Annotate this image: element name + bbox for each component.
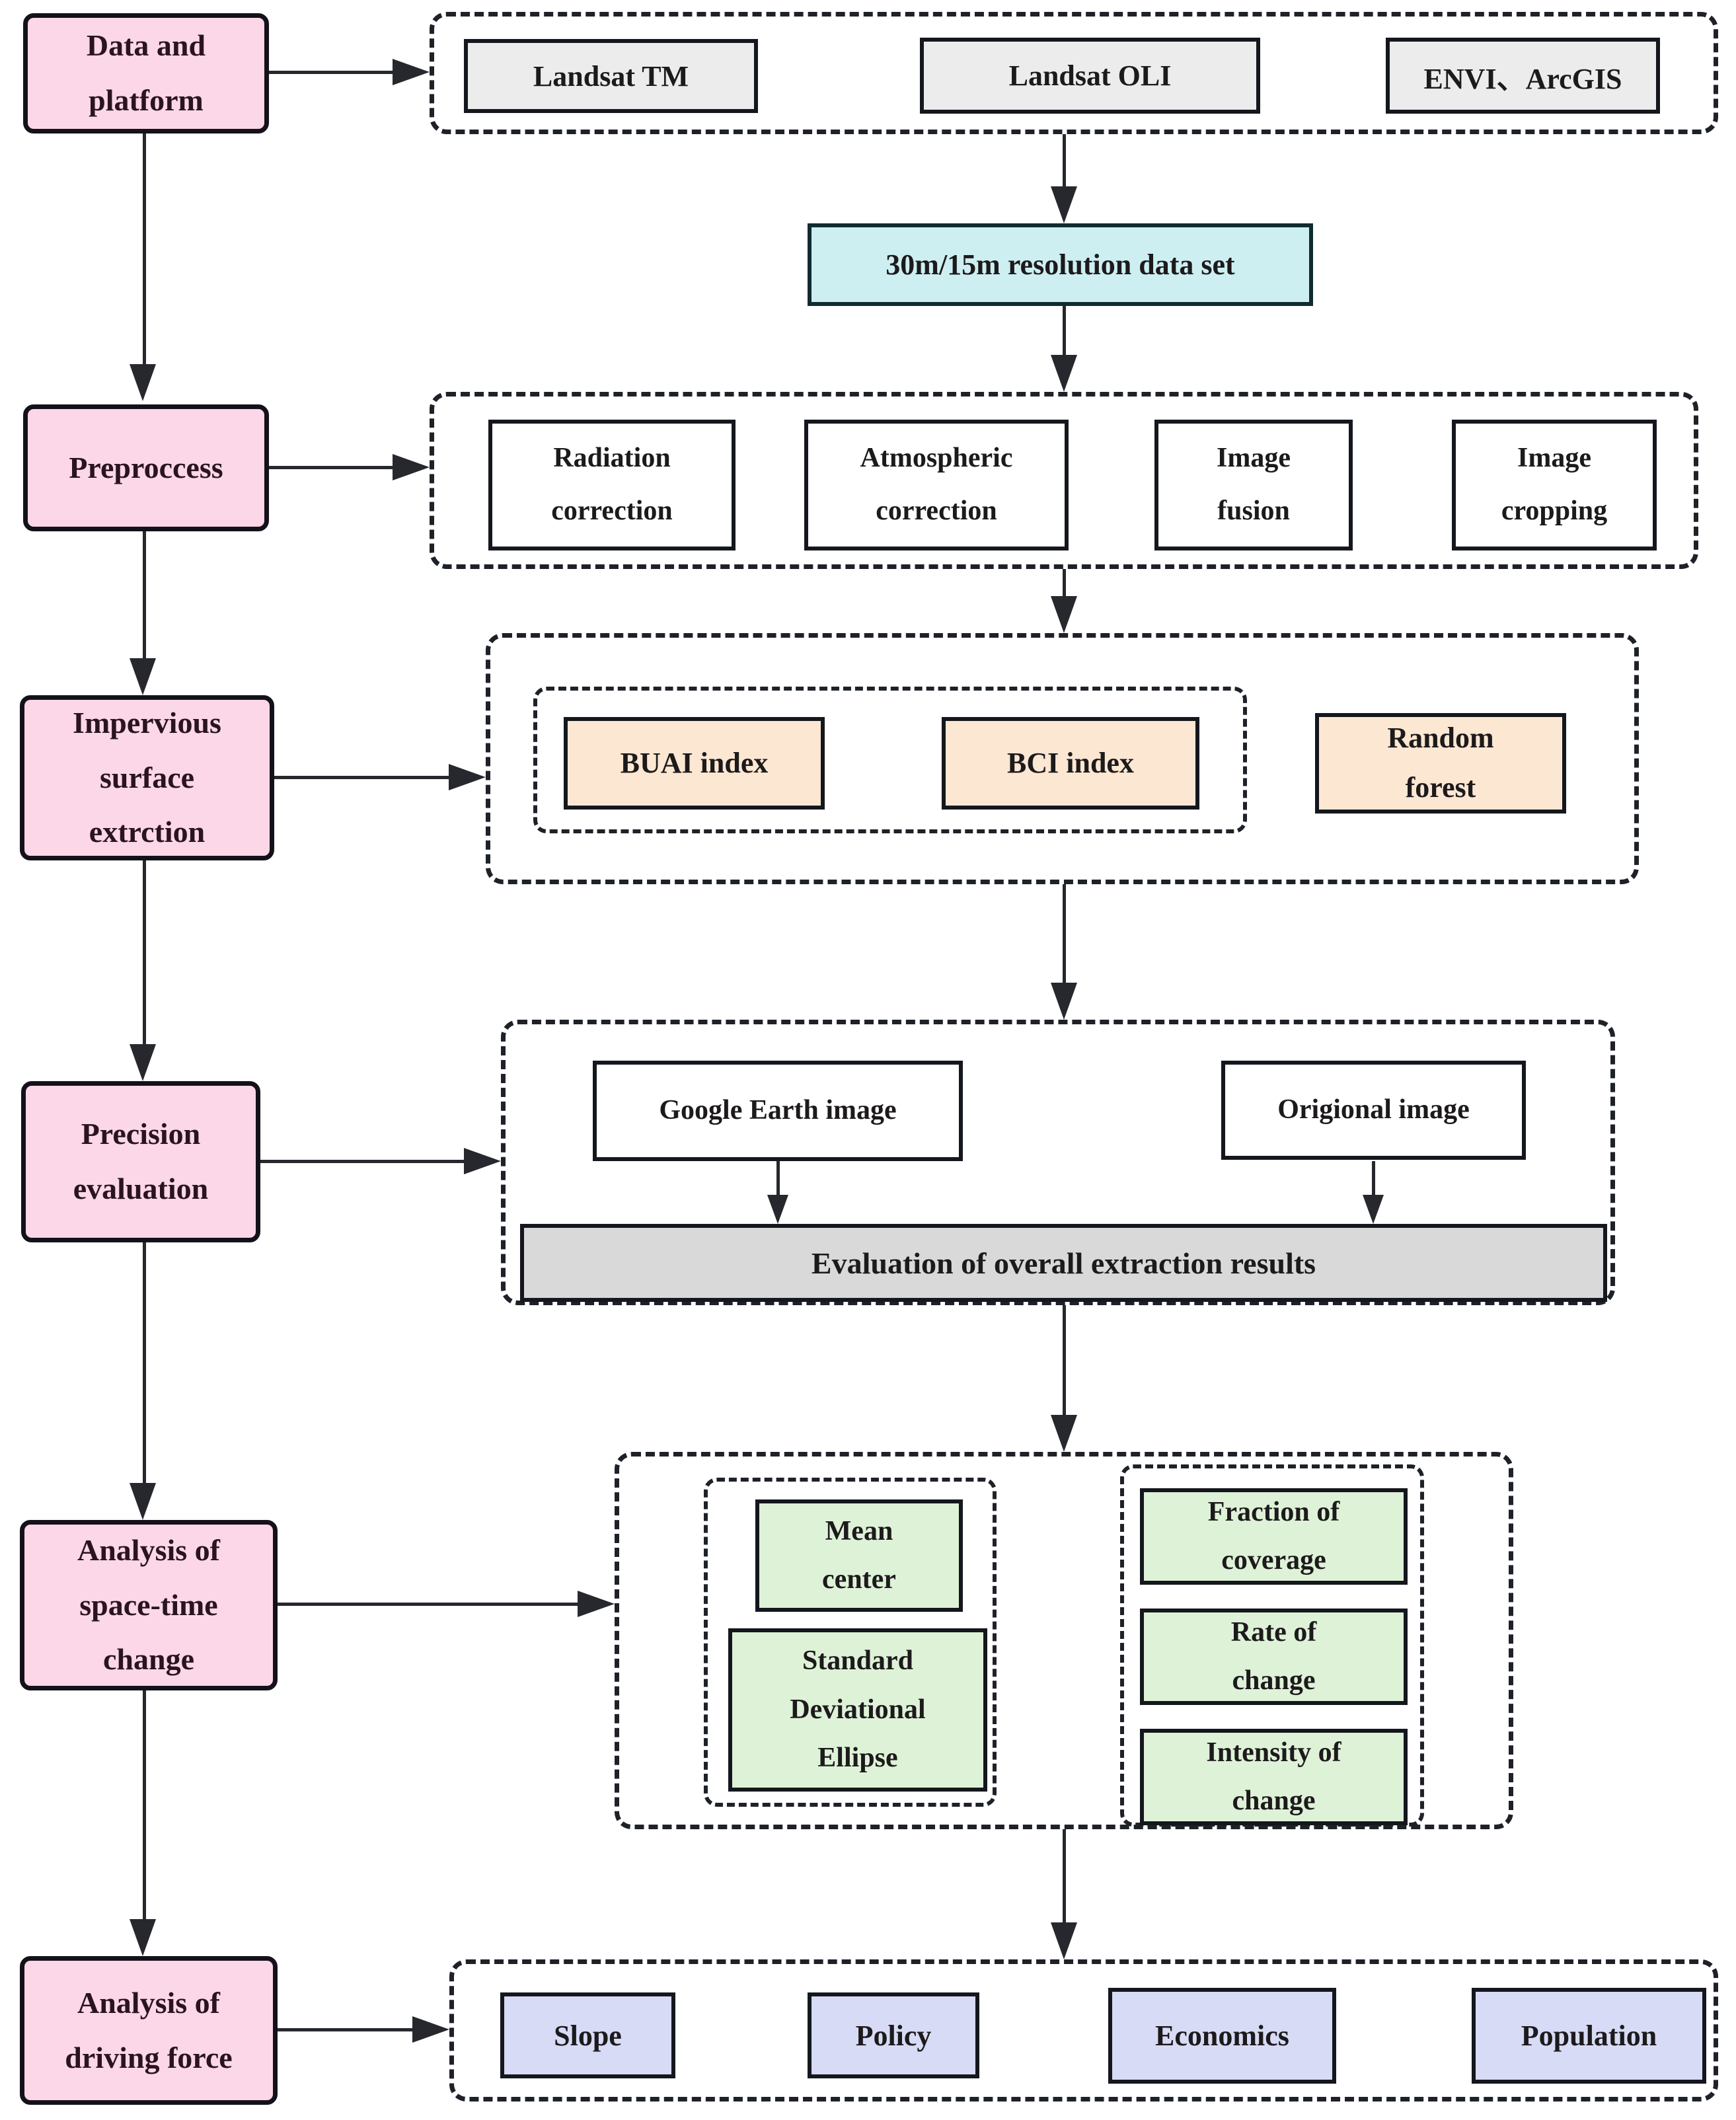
box-slope: Slope: [500, 1992, 675, 2078]
connector-stage1-group-line: [269, 71, 393, 74]
original-to-eval-arrowhead: [1363, 1195, 1384, 1224]
stage4-arrowhead: [130, 1044, 156, 1081]
preprocess-arrowhead: [1051, 355, 1077, 392]
box-google-earth-image: Google Earth image: [593, 1061, 963, 1161]
connector-sources-to-resolution-line: [1063, 134, 1066, 187]
stage2-group-arrowhead: [393, 454, 430, 480]
stage4-group-arrowhead: [464, 1148, 501, 1174]
connector-stage3-stage4-line: [143, 860, 146, 1044]
spacetime-group: Mean center Standard Deviational Ellipse…: [615, 1452, 1513, 1829]
stage5-arrowhead: [130, 1483, 156, 1520]
stage-impervious-extraction: Impervious surface extrction: [20, 695, 274, 860]
stage3-arrowhead: [130, 658, 156, 695]
connector-stage2-stage3-line: [143, 531, 146, 658]
connector-stage5-group-line: [278, 1603, 578, 1606]
box-standard-deviational-ellipse: Standard Deviational Ellipse: [728, 1628, 987, 1792]
connector-evaluation-to-spacetime-line: [1063, 1305, 1066, 1416]
data-platform-group: Landsat TM Landsat OLI ENVI、ArcGIS: [430, 12, 1718, 134]
stage5-group-arrowhead: [578, 1591, 615, 1617]
driving-force-group: Slope Policy Economics Population: [449, 1959, 1718, 2101]
box-envi-arcgis: ENVI、ArcGIS: [1386, 38, 1660, 114]
connector-spacetime-to-driving-line: [1063, 1829, 1066, 1923]
box-population: Population: [1472, 1988, 1706, 2084]
preprocess-group: Radiation correction Atmospheric correct…: [430, 392, 1698, 569]
connector-stage6-group-line: [278, 2028, 412, 2031]
index-methods-group: BUAI index BCI index: [533, 687, 1247, 833]
stage2-arrowhead: [130, 364, 156, 401]
box-buai-index: BUAI index: [564, 717, 825, 810]
box-atmospheric-correction: Atmospheric correction: [804, 420, 1069, 550]
box-economics: Economics: [1108, 1988, 1336, 2084]
centrographic-group: Mean center Standard Deviational Ellipse: [704, 1478, 997, 1807]
box-image-cropping: Image cropping: [1452, 420, 1657, 550]
box-image-fusion: Image fusion: [1154, 420, 1353, 550]
stage6-group-arrowhead: [412, 2016, 449, 2043]
box-mean-center: Mean center: [755, 1499, 963, 1612]
box-landsat-tm: Landsat TM: [464, 39, 758, 113]
stage-data-platform: Data and platform: [23, 13, 269, 133]
connector-stage3-group-line: [274, 776, 449, 779]
box-landsat-oli: Landsat OLI: [920, 38, 1260, 114]
connector-stage5-stage6-line: [143, 1690, 146, 1919]
evaluation-arrowhead: [1051, 983, 1077, 1020]
connector-resolution-to-preprocess-line: [1063, 306, 1066, 356]
connector-stage2-group-line: [269, 466, 393, 469]
stage3-group-arrowhead: [449, 764, 486, 790]
box-radiation-correction: Radiation correction: [488, 420, 736, 550]
google-to-eval-arrowhead: [767, 1195, 788, 1224]
stage6-arrowhead: [130, 1919, 156, 1956]
stage-precision-evaluation: Precision evaluation: [21, 1081, 260, 1242]
change-metrics-group: Fraction of coverage Rate of change Inte…: [1120, 1464, 1424, 1827]
box-intensity-of-change: Intensity of change: [1140, 1729, 1408, 1825]
connector-stage4-group-line: [260, 1160, 464, 1163]
extraction-arrowhead: [1051, 596, 1077, 633]
connector-preprocess-to-extraction-line: [1063, 569, 1066, 597]
connector-stage1-stage2-line: [143, 133, 146, 366]
box-bci-index: BCI index: [942, 717, 1199, 810]
driving-arrowhead: [1051, 1922, 1077, 1959]
connector-stage4-stage5-line: [143, 1242, 146, 1483]
stage-preprocess: Preproccess: [23, 404, 269, 531]
box-fraction-of-coverage: Fraction of coverage: [1140, 1488, 1408, 1585]
connector-google-to-eval-line: [776, 1161, 780, 1195]
stage1-group-arrowhead: [393, 59, 430, 85]
box-random-forest: Random forest: [1315, 713, 1566, 814]
spacetime-arrowhead: [1051, 1415, 1077, 1452]
connector-original-to-eval-line: [1372, 1161, 1375, 1195]
box-rate-of-change: Rate of change: [1140, 1609, 1408, 1705]
resolution-arrowhead: [1051, 186, 1077, 223]
stage-spacetime-analysis: Analysis of space-time change: [20, 1520, 278, 1690]
stage-driving-force: Analysis of driving force: [20, 1956, 278, 2105]
box-original-image: Origional image: [1221, 1061, 1526, 1160]
extraction-group: BUAI index BCI index Random forest: [486, 633, 1639, 884]
connector-extraction-to-evaluation-line: [1063, 884, 1066, 983]
box-resolution-dataset: 30m/15m resolution data set: [808, 223, 1313, 306]
box-policy: Policy: [808, 1992, 979, 2078]
evaluation-group: Google Earth image Origional image Evalu…: [501, 1020, 1615, 1305]
box-evaluation-results: Evaluation of overall extraction results: [520, 1224, 1607, 1302]
